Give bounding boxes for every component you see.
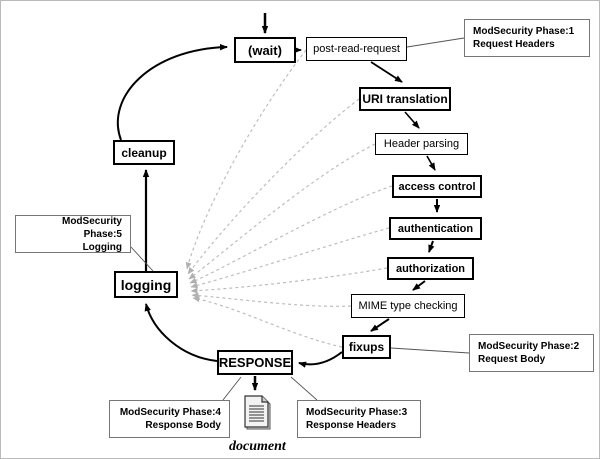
note-phase-4-line-1: ModSecurity Phase:4 bbox=[119, 407, 221, 418]
node-uri-translation[interactable]: URI translation bbox=[359, 87, 451, 111]
edge-uri-to-header-parsing bbox=[404, 111, 420, 129]
node-mime-type-checking[interactable]: MIME type checking bbox=[351, 294, 465, 318]
logging-dashed-edges bbox=[185, 49, 393, 348]
note-phase-3-line-1: ModSecurity Phase:3 bbox=[306, 407, 408, 418]
node-access-control[interactable]: access control bbox=[392, 175, 482, 198]
note-phase-2-line-2: Request Body bbox=[478, 354, 546, 365]
edge-response-to-logging bbox=[144, 303, 218, 362]
document-output: document bbox=[229, 393, 286, 455]
note-phase-1-line-2: Request Headers bbox=[473, 39, 555, 50]
edge-authentication-to-authorization bbox=[428, 240, 435, 253]
node-fixups[interactable]: fixups bbox=[342, 335, 391, 359]
node-logging[interactable]: logging bbox=[114, 271, 178, 298]
node-wait[interactable]: (wait) bbox=[234, 37, 296, 63]
note-modsecurity-phase-4: ModSecurity Phase:4 Response Body bbox=[109, 400, 230, 438]
node-authorization[interactable]: authorization bbox=[387, 257, 474, 280]
edge-post-read-to-uri-translation bbox=[370, 61, 403, 83]
edge-cleanup-to-wait bbox=[116, 43, 228, 141]
node-cleanup[interactable]: cleanup bbox=[113, 140, 175, 165]
edge-header-parsing-to-access-control bbox=[426, 155, 436, 171]
node-authentication[interactable]: authentication bbox=[389, 217, 482, 240]
note-phase-1-line-1: ModSecurity Phase:1 bbox=[473, 26, 575, 37]
document-page-icon bbox=[240, 393, 274, 438]
edge-mime-type-to-fixups bbox=[370, 318, 390, 332]
note-phase-3-line-2: Response Headers bbox=[306, 420, 397, 431]
note-phase-5-line-2: Logging bbox=[82, 241, 122, 253]
note-modsecurity-phase-1: ModSecurity Phase:1 Request Headers bbox=[464, 19, 590, 57]
edge-authorization-to-mime-type bbox=[412, 280, 426, 291]
node-response[interactable]: RESPONSE bbox=[217, 350, 293, 375]
document-label: document bbox=[229, 439, 286, 454]
node-post-read-request[interactable]: post-read-request bbox=[306, 37, 407, 61]
note-leader-lines bbox=[130, 37, 470, 401]
node-header-parsing[interactable]: Header parsing bbox=[375, 133, 468, 155]
note-modsecurity-phase-3: ModSecurity Phase:3 Response Headers bbox=[297, 400, 421, 438]
note-phase-4-line-2: Response Body bbox=[145, 420, 221, 431]
note-modsecurity-phase-2: ModSecurity Phase:2 Request Body bbox=[469, 334, 594, 372]
note-modsecurity-phase-5: ModSecurity Phase:5 Logging bbox=[15, 215, 131, 253]
note-phase-5-line-1: ModSecurity Phase:5 bbox=[61, 215, 122, 240]
edge-fixups-to-response bbox=[298, 351, 343, 368]
note-phase-2-line-1: ModSecurity Phase:2 bbox=[478, 341, 580, 352]
